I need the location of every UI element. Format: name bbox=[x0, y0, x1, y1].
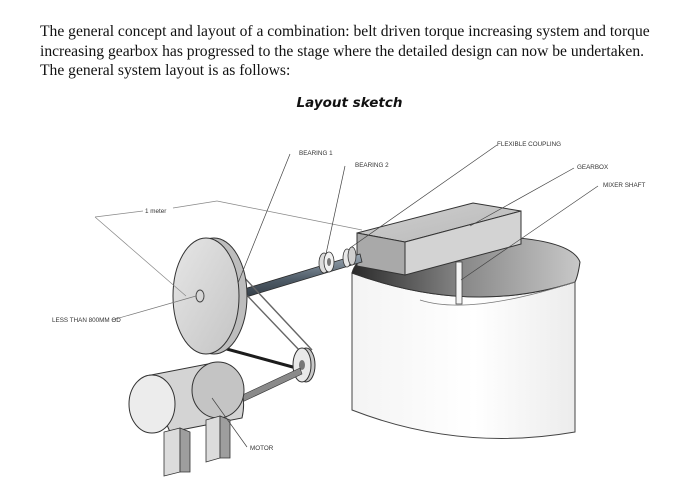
bearing-2 bbox=[318, 251, 335, 274]
flexible-coupling bbox=[342, 246, 357, 268]
motor-shaft bbox=[235, 367, 303, 405]
label-motor: MOTOR bbox=[250, 445, 274, 452]
label-bearing-2: BEARING 2 bbox=[355, 162, 389, 169]
label-flexible-coupling: FLEXIBLE COUPLING bbox=[497, 141, 561, 148]
gearbox bbox=[356, 202, 522, 276]
dimension-lines bbox=[94, 200, 363, 321]
label-mixer-shaft: MIXER SHAFT bbox=[603, 182, 645, 189]
label-pulley-od: LESS THAN 800MM OD bbox=[52, 317, 121, 324]
figure-title: Layout sketch bbox=[296, 95, 403, 111]
large-pulley bbox=[172, 237, 248, 355]
mixer-shaft bbox=[455, 261, 463, 305]
label-bearing-1: BEARING 1 bbox=[299, 150, 333, 157]
leader-lines bbox=[211, 144, 599, 448]
motor bbox=[128, 361, 245, 477]
label-dimension-1m: 1 meter bbox=[145, 208, 166, 215]
label-gearbox: GEARBOX bbox=[577, 164, 609, 171]
intro-paragraph: The general concept and layout of a comb… bbox=[40, 23, 650, 79]
